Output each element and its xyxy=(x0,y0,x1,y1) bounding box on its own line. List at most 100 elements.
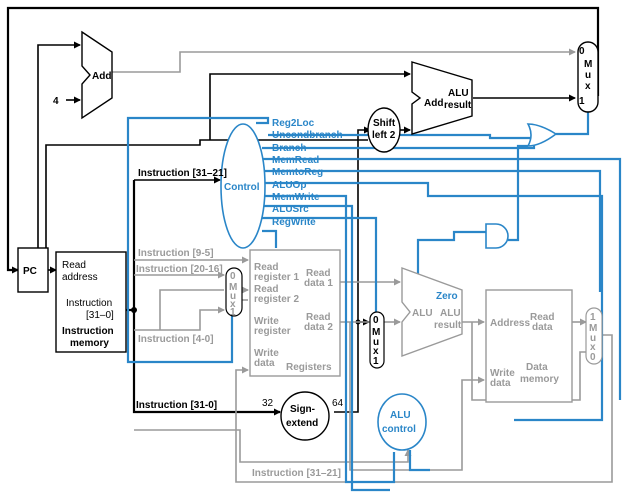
imem-bits: [31–0] xyxy=(86,310,114,321)
mem-mux-u: u xyxy=(590,333,596,344)
pc-to-add-wire xyxy=(37,41,81,270)
instr-op-label: Instruction [31–21] xyxy=(138,168,227,179)
and-gate xyxy=(485,223,509,249)
pc-mux: 0 M u x 1 xyxy=(577,41,599,113)
pc-label: PC xyxy=(23,266,37,277)
control-label: Control xyxy=(224,182,260,193)
shift-line2: left 2 xyxy=(372,130,396,141)
alu-mux-x: x xyxy=(373,346,379,357)
imem-instruction: Instruction xyxy=(66,298,112,309)
alu-zero: Zero xyxy=(436,291,458,302)
signext-out-bits: 64 xyxy=(332,398,344,409)
pc-adder: Add xyxy=(81,30,113,120)
signal-branch: Branch xyxy=(272,143,306,154)
rd2-to-dmem-wire xyxy=(349,322,485,471)
dmem-name2: memory xyxy=(520,374,559,385)
reg-wd-a: Write xyxy=(254,348,279,359)
pc-mux-zero: 0 xyxy=(579,46,585,57)
signal-uncondbranch: Uncondbranch xyxy=(272,130,343,141)
mem-mux-one: 1 xyxy=(590,312,596,323)
signal-aluop: ALUOp xyxy=(272,180,306,191)
dmem-name1: Data xyxy=(526,362,548,373)
instr-bus-wire xyxy=(132,180,281,416)
reg-mux: 0 M u x 1 xyxy=(225,267,243,318)
aluop-wire xyxy=(262,194,396,484)
reg-mux-u: u xyxy=(230,291,236,302)
alu-mux-one: 1 xyxy=(373,356,379,367)
wire-a xyxy=(262,181,604,422)
signal-memread: MemRead xyxy=(272,155,319,166)
reg-mux-one: 1 xyxy=(230,307,236,318)
reg-wd-b: data xyxy=(254,358,275,369)
writeback-wire xyxy=(235,334,613,483)
dmem-write: Write xyxy=(490,368,515,379)
reg-mux-x: x xyxy=(230,299,236,310)
reg-rd1-a: Read xyxy=(306,268,330,279)
reg-rd2-a: Read xyxy=(306,312,330,323)
alu-src-mux: 0 M u x 1 xyxy=(369,311,385,369)
add-to-mux-wire xyxy=(112,48,576,73)
alu-bypass-wire xyxy=(471,322,586,401)
reg-rr1-a: Read xyxy=(254,262,278,273)
alu-result1: ALU xyxy=(440,308,461,319)
aluctrl-line2: control xyxy=(382,424,416,435)
pc-adder-label: Add xyxy=(92,71,111,82)
dmem-data: data xyxy=(532,322,553,333)
signal-regwrite: RegWrite xyxy=(272,217,316,228)
reg-name: Registers xyxy=(286,362,332,373)
signal-memwrite: MemWrite xyxy=(272,192,320,203)
register-file: Read register 1 Read register 2 Write re… xyxy=(249,249,341,377)
branch-adder-label: Add xyxy=(424,98,443,109)
control-wires xyxy=(126,110,622,492)
rd-wire xyxy=(134,306,225,331)
imem-name2: memory xyxy=(70,338,109,349)
memtoreg-mux: 1 M u x 0 xyxy=(585,307,603,365)
shift-line1: Shift xyxy=(373,118,396,129)
memwrite-wire xyxy=(262,204,390,492)
or-gate xyxy=(526,123,558,147)
instr-imm-label: Instruction [31-0] xyxy=(136,400,217,411)
signal-reg2loc: Reg2Loc xyxy=(272,118,315,129)
or-to-mux-wire xyxy=(556,110,590,136)
alu-result2: result xyxy=(434,320,462,331)
instr-aluctrl-wire xyxy=(134,429,412,463)
imem-address: address xyxy=(62,272,98,283)
reg-rd1-b: data 1 xyxy=(304,278,333,289)
alu-label: ALU xyxy=(412,308,433,319)
signext-line1: Sign- xyxy=(290,404,315,415)
rd-to-mux-wire xyxy=(159,289,224,330)
regwrite-wire xyxy=(262,229,278,248)
reg-mux-m: M xyxy=(229,282,237,293)
reg-wr-a: Write xyxy=(254,316,279,327)
and-to-or-wire xyxy=(508,144,528,242)
pc-mux-one: 1 xyxy=(579,96,585,107)
dmem-read: Read xyxy=(530,312,554,323)
data-memory: Address Read data Write data Data memory xyxy=(485,289,573,403)
reg-rr2-b: register 2 xyxy=(254,294,299,305)
instr-aluctrl-label: Instruction [31–21] xyxy=(252,468,341,479)
aluctrl-out-wire xyxy=(408,450,430,472)
mem-mux-m: M xyxy=(589,323,597,334)
signal-memtoreg: MemtoReg xyxy=(272,167,323,178)
branch-adder: Add ALU result xyxy=(411,61,473,135)
dmem-address: Address xyxy=(490,318,530,329)
instr-rd-label: Instruction [4-0] xyxy=(138,334,214,345)
pc-mux-x: x xyxy=(585,81,591,92)
alu-mux-m: M xyxy=(372,327,380,338)
gray-wires xyxy=(112,48,613,483)
signext-in-bits: 32 xyxy=(262,398,274,409)
mem-mux-x: x xyxy=(590,342,596,353)
shift-left-2: Shift left 2 xyxy=(367,107,401,153)
instr-rn-label: Instruction [9-5] xyxy=(138,248,214,259)
reg-rr2-a: Read xyxy=(254,284,278,295)
memread-wire xyxy=(262,157,622,400)
alusrc-wire xyxy=(262,216,378,312)
pc-register: PC xyxy=(17,247,49,293)
const-four: 4 xyxy=(53,96,59,107)
aluctrl-line1: ALU xyxy=(390,410,411,421)
pc-mux-u: u xyxy=(585,70,591,81)
reg-mux-zero: 0 xyxy=(230,271,236,282)
imem-read: Read xyxy=(62,260,86,271)
